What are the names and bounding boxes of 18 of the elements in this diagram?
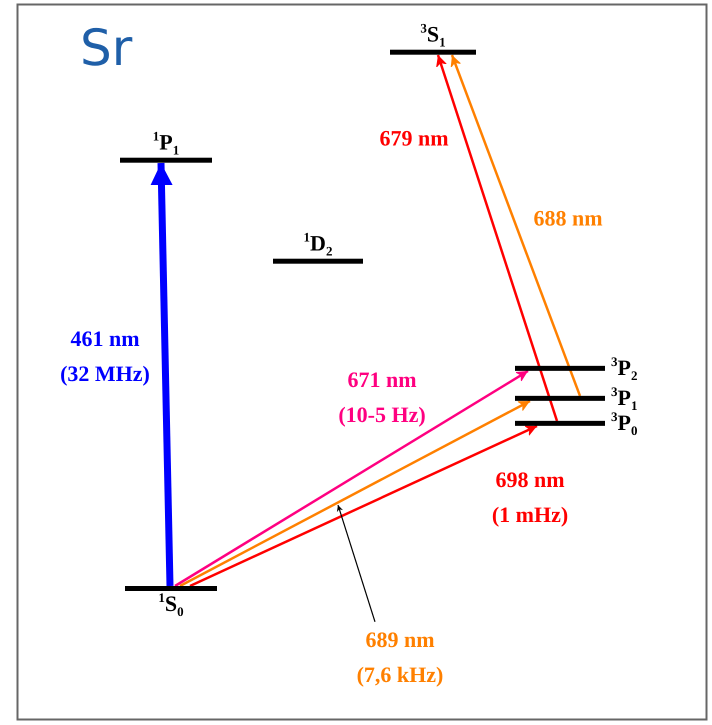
transition-label: 689 nm (7,6 kHz) bbox=[356, 626, 444, 689]
edge-label: 698 nm (1 mHz) bbox=[490, 466, 570, 529]
transition-arrow bbox=[179, 400, 531, 588]
edge-label: 688 nm bbox=[532, 204, 604, 232]
level-label: $^{3}$P$_{2}$ bbox=[611, 354, 638, 383]
transition-arrow bbox=[436, 54, 558, 422]
title: Sr bbox=[80, 18, 132, 78]
level-label: $^{1}$S$_{0}$ bbox=[158, 591, 184, 620]
level-label: $^{3}$S$_{1}$ bbox=[420, 22, 446, 50]
level-label: $^{1}$D$_{2}$ bbox=[304, 230, 332, 259]
transition-arrow bbox=[189, 424, 538, 588]
edge-label: 671 nm (10-5 Hz) bbox=[337, 366, 427, 429]
level-label: $^{1}$P$_{1}$ bbox=[152, 130, 180, 158]
transition-arrow bbox=[450, 54, 582, 396]
edge-label: 679 nm bbox=[378, 124, 450, 152]
edge-label: 461 nm (32 MHz) bbox=[59, 324, 151, 388]
transition-arrow bbox=[174, 370, 529, 588]
leader-line bbox=[336, 504, 376, 622]
